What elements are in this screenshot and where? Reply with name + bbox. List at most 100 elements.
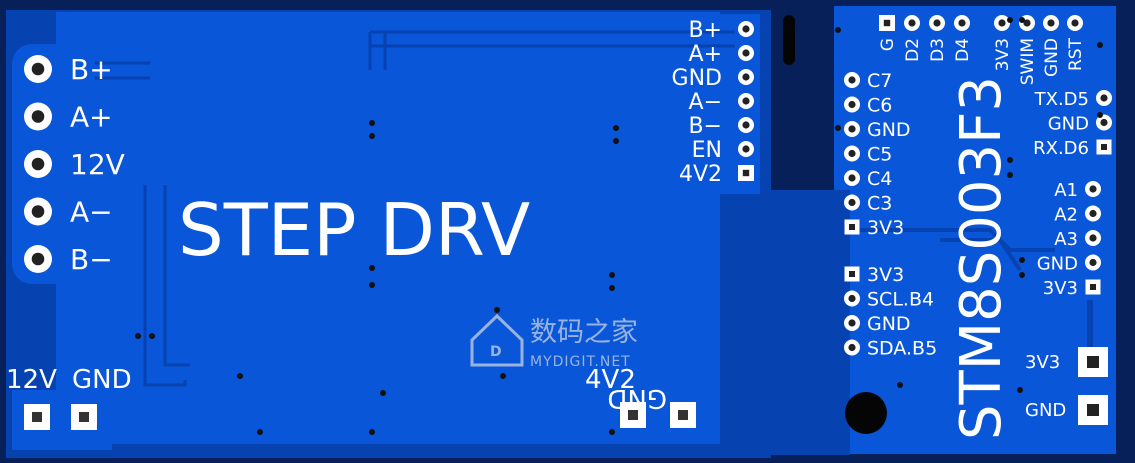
left-col-label-5: C3: [867, 193, 892, 215]
top-label-5: SWIM: [1018, 38, 1038, 85]
top-label-6: GND: [1042, 38, 1062, 77]
analog-pin-0-hole: [1089, 185, 1097, 193]
analog-pin-2-hole: [1089, 234, 1097, 242]
chip-label: STM8S003F3: [949, 76, 1014, 440]
uart-label-0: TX.D5: [1034, 89, 1089, 110]
power-label-gnd: GND: [1025, 400, 1066, 421]
left-col-bottom-label-0: 3V3: [867, 264, 904, 286]
left-col-pin-6-hole: [849, 224, 855, 230]
top-pin-1-hole: [908, 19, 916, 27]
left-col-bottom-label-1: SCL.B4: [867, 289, 934, 311]
top-pin-0-hole: [883, 19, 891, 27]
board-title: STEP DRV: [178, 188, 530, 272]
pad-12v-hole: [32, 412, 42, 422]
left-pad-label-1: A+: [70, 101, 113, 134]
uart-pin-0-hole: [1100, 94, 1108, 102]
left-pad-label-4: B−: [70, 243, 113, 276]
analog-pin-1-hole: [1089, 209, 1097, 218]
left-pad-label-3: A−: [70, 196, 113, 229]
power-label-3v3: 3V3: [1025, 352, 1060, 373]
analog-label-1: A2: [1054, 205, 1078, 226]
analog-label-0: A1: [1054, 180, 1078, 201]
pad-4v2-hole: [628, 410, 638, 420]
left-pad-1-hole: [31, 110, 45, 123]
left-col-label-6: 3V3: [867, 217, 904, 239]
left-board-copper: [56, 12, 720, 444]
left-col-bottom-label-3: SDA.B5: [867, 338, 937, 360]
top-pin-7-hole: [1071, 19, 1079, 27]
left-col-label-4: C4: [867, 168, 892, 190]
header-pin-5-hole: [742, 145, 750, 153]
left-pad-label-0: B+: [70, 53, 113, 86]
top-pin-2-hole: [933, 19, 941, 27]
watermark-en: MYDIGIT.NET: [530, 354, 631, 370]
vias-left: [135, 120, 619, 435]
left-col-pin-3-hole: [848, 149, 856, 158]
analog-pin-3-hole: [1089, 258, 1097, 267]
header-label-1: A+: [689, 42, 722, 67]
top-label-2: D3: [928, 38, 948, 62]
analog-pin-4-hole: [1090, 284, 1096, 290]
header-pin-3-hole: [742, 97, 750, 105]
top-pin-4-hole: [998, 19, 1006, 27]
top-pin-6-hole: [1047, 19, 1055, 27]
top-label-0: G: [878, 38, 898, 51]
left-col-bottom-pin-1-hole: [848, 294, 856, 303]
slot-top: [783, 15, 795, 65]
top-pin-3-hole: [958, 19, 966, 27]
watermark-logo-letter: D: [490, 344, 502, 360]
watermark: D 数码之家 MYDIGIT.NET: [470, 313, 638, 370]
left-pads: B+ A+ 12V A− B−: [24, 53, 125, 276]
uart-pin-2-hole: [1101, 144, 1107, 150]
left-col-bottom-pin-2-hole: [848, 319, 856, 327]
power-pad-gnd-hole: [1087, 404, 1099, 416]
left-pad-0-hole: [31, 62, 45, 76]
right-board-margin: [770, 190, 850, 455]
left-col-bottom-pin-3-hole: [848, 343, 856, 352]
analog-label-3: GND: [1037, 254, 1078, 275]
vias-right: [835, 17, 1103, 393]
top-label-1: D2: [903, 38, 923, 62]
left-col-pin-5-hole: [848, 198, 856, 207]
left-col-pin-4-hole: [848, 174, 856, 182]
header-pin-6-hole: [742, 169, 750, 177]
left-col-label-2: GND: [867, 119, 911, 141]
trace-b-plus: [95, 61, 150, 80]
left-col-label-0: C7: [867, 70, 892, 92]
header-pin-2-hole: [742, 73, 750, 81]
header-label-0: B+: [688, 18, 722, 43]
trace-top: [368, 30, 735, 70]
left-pad-area: [12, 44, 157, 284]
left-pad-4-hole: [31, 252, 45, 266]
watermark-logo-icon: [470, 313, 524, 367]
left-col-label-1: C6: [867, 95, 892, 117]
top-pin-5-hole: [1023, 19, 1031, 27]
bottom-label-12v: 12V: [6, 365, 57, 395]
top-label-7: RST: [1066, 37, 1086, 71]
header-pin-0-hole: [742, 25, 750, 33]
watermark-cn: 数码之家: [530, 317, 638, 348]
uart-label-1: GND: [1048, 114, 1089, 135]
top-label-4: 3V3: [993, 38, 1013, 71]
analog-label-2: A3: [1054, 229, 1078, 250]
left-col-pin-0-hole: [848, 76, 856, 84]
left-pad-label-2: 12V: [70, 148, 125, 181]
header-pin-1-hole: [742, 49, 750, 57]
header-pin-4-hole: [742, 121, 750, 129]
left-pad-2-hole: [31, 157, 45, 171]
bottom-label-4v2: 4V2: [585, 365, 636, 395]
pad-gnd-right-hole: [678, 410, 688, 420]
bottom-label-gnd: GND: [72, 365, 132, 395]
left-col-pin-1-hole: [848, 100, 856, 109]
trace-left: [143, 185, 190, 387]
header-label-2: GND: [672, 66, 722, 91]
left-col-pin-2-hole: [848, 125, 856, 133]
uart-label-2: RX.D6: [1033, 138, 1089, 159]
